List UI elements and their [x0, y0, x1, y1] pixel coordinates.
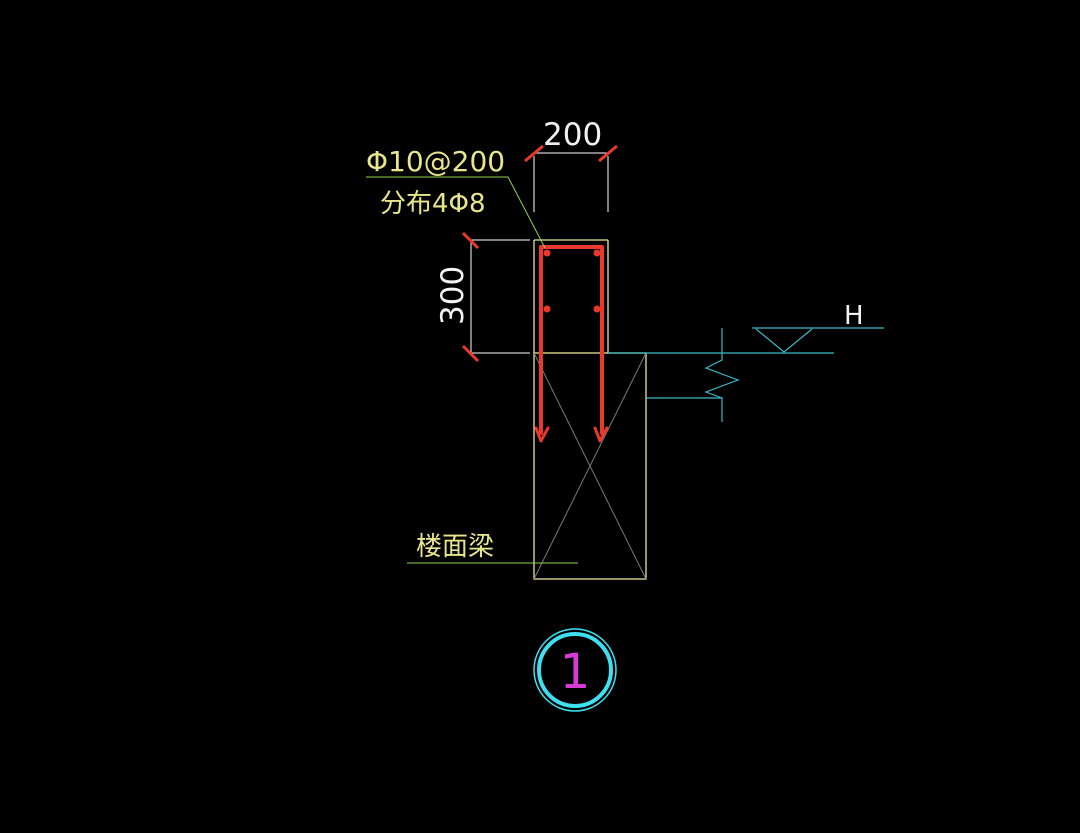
rebar-dot-top-right	[593, 249, 601, 257]
dim-height-label: 300	[435, 266, 471, 325]
rebar-callout	[366, 176, 546, 249]
rebar-right-hook	[593, 426, 609, 443]
dimension-width	[524, 144, 618, 212]
detail-number: 1	[560, 644, 591, 700]
rebar-outer-path	[539, 245, 604, 435]
floor-slab	[608, 327, 884, 422]
callout-outer-ring	[533, 628, 617, 712]
break-line-symbol	[704, 328, 740, 422]
rebar-leader-line	[366, 176, 546, 249]
dim-width-tick-right	[598, 144, 618, 163]
elevation-triangle-symbol	[755, 328, 813, 353]
detail-callout	[533, 628, 617, 712]
rebar-left-hook	[534, 426, 550, 443]
rebar-u-bar	[534, 245, 609, 443]
rebar-label-stirrup: Φ10@200	[366, 145, 505, 178]
elevation-label: H	[844, 301, 864, 331]
floor-beam	[533, 352, 647, 580]
rebar-dot-mid-right	[593, 305, 601, 313]
beam-outline	[533, 352, 647, 580]
upstand-curb	[533, 239, 609, 353]
distribution-bars	[543, 249, 601, 313]
rebar-dot-mid-left	[543, 305, 551, 313]
dim-width-tick-left	[524, 144, 544, 163]
dim-height-tick-bottom	[461, 344, 480, 363]
beam-label: 楼面梁	[416, 532, 494, 562]
dim-height-tick-top	[461, 231, 480, 250]
rebar-label-distribution: 分布4Φ8	[380, 189, 486, 219]
dimension-height	[461, 231, 530, 363]
callout-inner-ring	[537, 632, 613, 708]
rebar-dot-top-left	[543, 249, 551, 257]
dim-width-label: 200	[543, 117, 602, 153]
beam-cross-2	[533, 352, 647, 580]
